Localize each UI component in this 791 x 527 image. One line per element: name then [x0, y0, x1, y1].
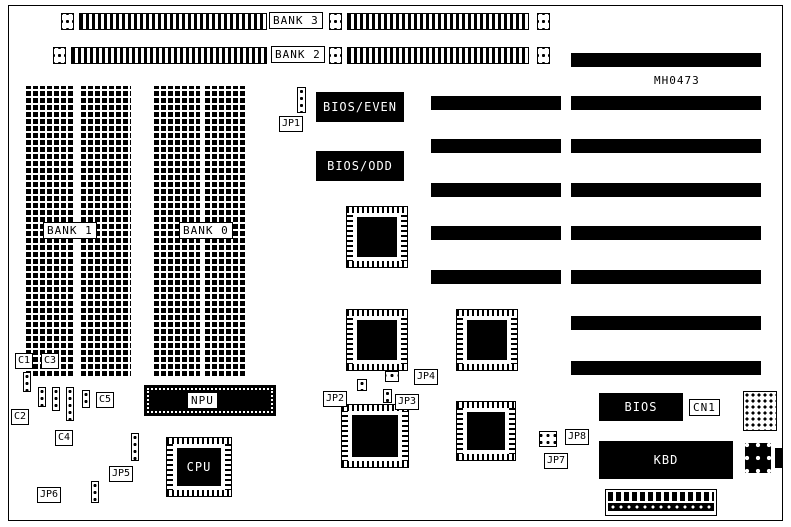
jp3-label: JP3	[395, 394, 420, 410]
jp2-label: JP2	[323, 391, 348, 407]
cn1-connector	[743, 391, 777, 431]
simm-slot	[347, 13, 529, 30]
capacitor-part	[23, 372, 31, 392]
c5-label: C5	[96, 392, 115, 408]
bank3-label: BANK 3	[269, 12, 323, 29]
cn1-label: CN1	[689, 399, 720, 416]
simm-end-connector	[537, 13, 550, 30]
bios-even-chip: BIOS/EVEN	[316, 92, 404, 122]
bios-label: BIOS	[624, 400, 658, 414]
bios-odd-label: BIOS/ODD	[327, 159, 393, 173]
simm-slot	[347, 47, 529, 64]
expansion-slot-bar	[431, 183, 561, 197]
expansion-slot-bar	[571, 53, 761, 67]
expansion-slot-bar	[571, 183, 761, 197]
c4-label: C4	[55, 430, 74, 446]
c3-label: C3	[41, 353, 60, 369]
bios-chip: BIOS	[599, 393, 683, 421]
kbd-label: KBD	[653, 453, 679, 467]
capacitor-part	[66, 387, 74, 421]
jp3-pins	[383, 389, 392, 403]
cpu-chip: CPU	[166, 437, 232, 497]
jp1-label: JP1	[279, 116, 304, 132]
cpu-label: CPU	[186, 460, 212, 474]
jp1-pins	[297, 87, 306, 113]
expansion-slot-bar	[431, 139, 561, 153]
simm-slot	[79, 13, 267, 30]
c1-label: C1	[15, 353, 34, 369]
expansion-slot-bar	[431, 226, 561, 240]
expansion-slot-bar	[571, 96, 761, 110]
expansion-slot-bar	[571, 226, 761, 240]
board-outline: BANK 3 BANK 2 MH0473 BANK 1 BANK 0 JP1 B…	[8, 5, 783, 521]
jp2-pins	[357, 379, 367, 391]
bios-even-label: BIOS/EVEN	[322, 100, 398, 114]
expansion-slot-bar	[431, 96, 561, 110]
expansion-slot-bar	[571, 361, 761, 375]
jp6-label: JP6	[37, 487, 62, 503]
jp6-pins	[91, 481, 99, 503]
keyboard-din-connector	[745, 443, 771, 473]
jp8-label: JP8	[565, 429, 590, 445]
simm-end-connector	[53, 47, 66, 64]
capacitor-part	[38, 387, 46, 407]
pin-row	[608, 492, 714, 501]
logic-chip	[456, 309, 518, 371]
simm-end-connector	[537, 47, 550, 64]
jp7-jp8-pins	[539, 431, 557, 447]
bank2-label: BANK 2	[271, 46, 325, 63]
jp7-label: JP7	[544, 453, 569, 469]
simm-end-connector	[61, 13, 74, 30]
simm-end-connector	[329, 13, 342, 30]
expansion-slot-bar	[571, 270, 761, 284]
bios-odd-chip: BIOS/ODD	[316, 151, 404, 181]
jp5-label: JP5	[109, 466, 134, 482]
bank0-label: BANK 0	[179, 222, 233, 239]
keyboard-controller-chip: KBD	[599, 441, 733, 479]
simm-end-connector	[329, 47, 342, 64]
edge-tab	[775, 448, 783, 468]
jp4-label: JP4	[414, 369, 439, 385]
simm-slot	[71, 47, 267, 64]
logic-chip	[456, 401, 516, 461]
expansion-slot-bar	[431, 270, 561, 284]
npu-label: NPU	[187, 392, 218, 409]
c2-label: C2	[11, 409, 30, 425]
capacitor-part	[52, 387, 60, 411]
expansion-slot-bar	[571, 316, 761, 330]
part-number: MH0473	[654, 74, 700, 87]
bank1-label: BANK 1	[43, 222, 97, 239]
pin-row	[608, 503, 714, 511]
logic-chip	[341, 404, 409, 468]
expansion-slot-bar	[571, 139, 761, 153]
logic-chip	[346, 309, 408, 371]
bottom-pin-connector	[605, 489, 717, 516]
logic-chip	[346, 206, 408, 268]
jp5-pins	[131, 433, 139, 461]
jp4-pins	[385, 371, 399, 382]
capacitor-part	[82, 390, 90, 408]
